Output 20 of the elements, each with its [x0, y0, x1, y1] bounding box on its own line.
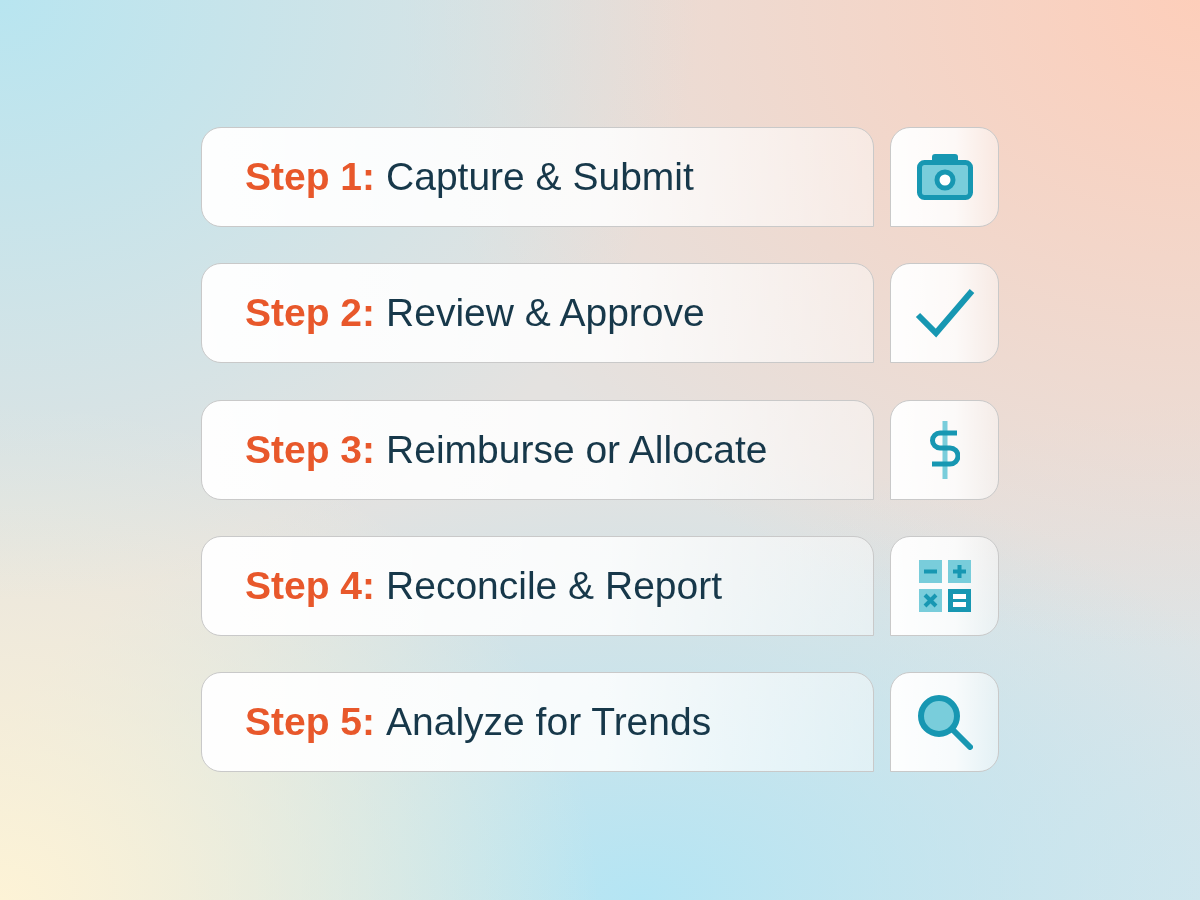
step-title: Reconcile & Report: [386, 564, 723, 608]
step-title: Reimburse or Allocate: [386, 428, 768, 472]
step-number: Step 5:: [245, 700, 376, 744]
icon-tile: [890, 672, 999, 772]
step-number: Step 3:: [245, 428, 376, 472]
icon-tile: [890, 400, 999, 500]
step-box: [201, 672, 874, 772]
step-number: Step 1:: [245, 155, 376, 199]
step-number: Step 4:: [245, 564, 376, 608]
step-title: Analyze for Trends: [386, 700, 712, 744]
step-number: Step 2:: [245, 291, 376, 335]
step-box: [201, 263, 874, 363]
step-box: [201, 400, 874, 500]
step-box: [201, 536, 874, 636]
icon-tile: [890, 263, 999, 363]
icon-tile: [890, 127, 999, 227]
step-title: Review & Approve: [386, 291, 705, 335]
step-title: Capture & Submit: [386, 155, 694, 199]
step-box: [201, 127, 874, 227]
icon-tile: [890, 536, 999, 636]
